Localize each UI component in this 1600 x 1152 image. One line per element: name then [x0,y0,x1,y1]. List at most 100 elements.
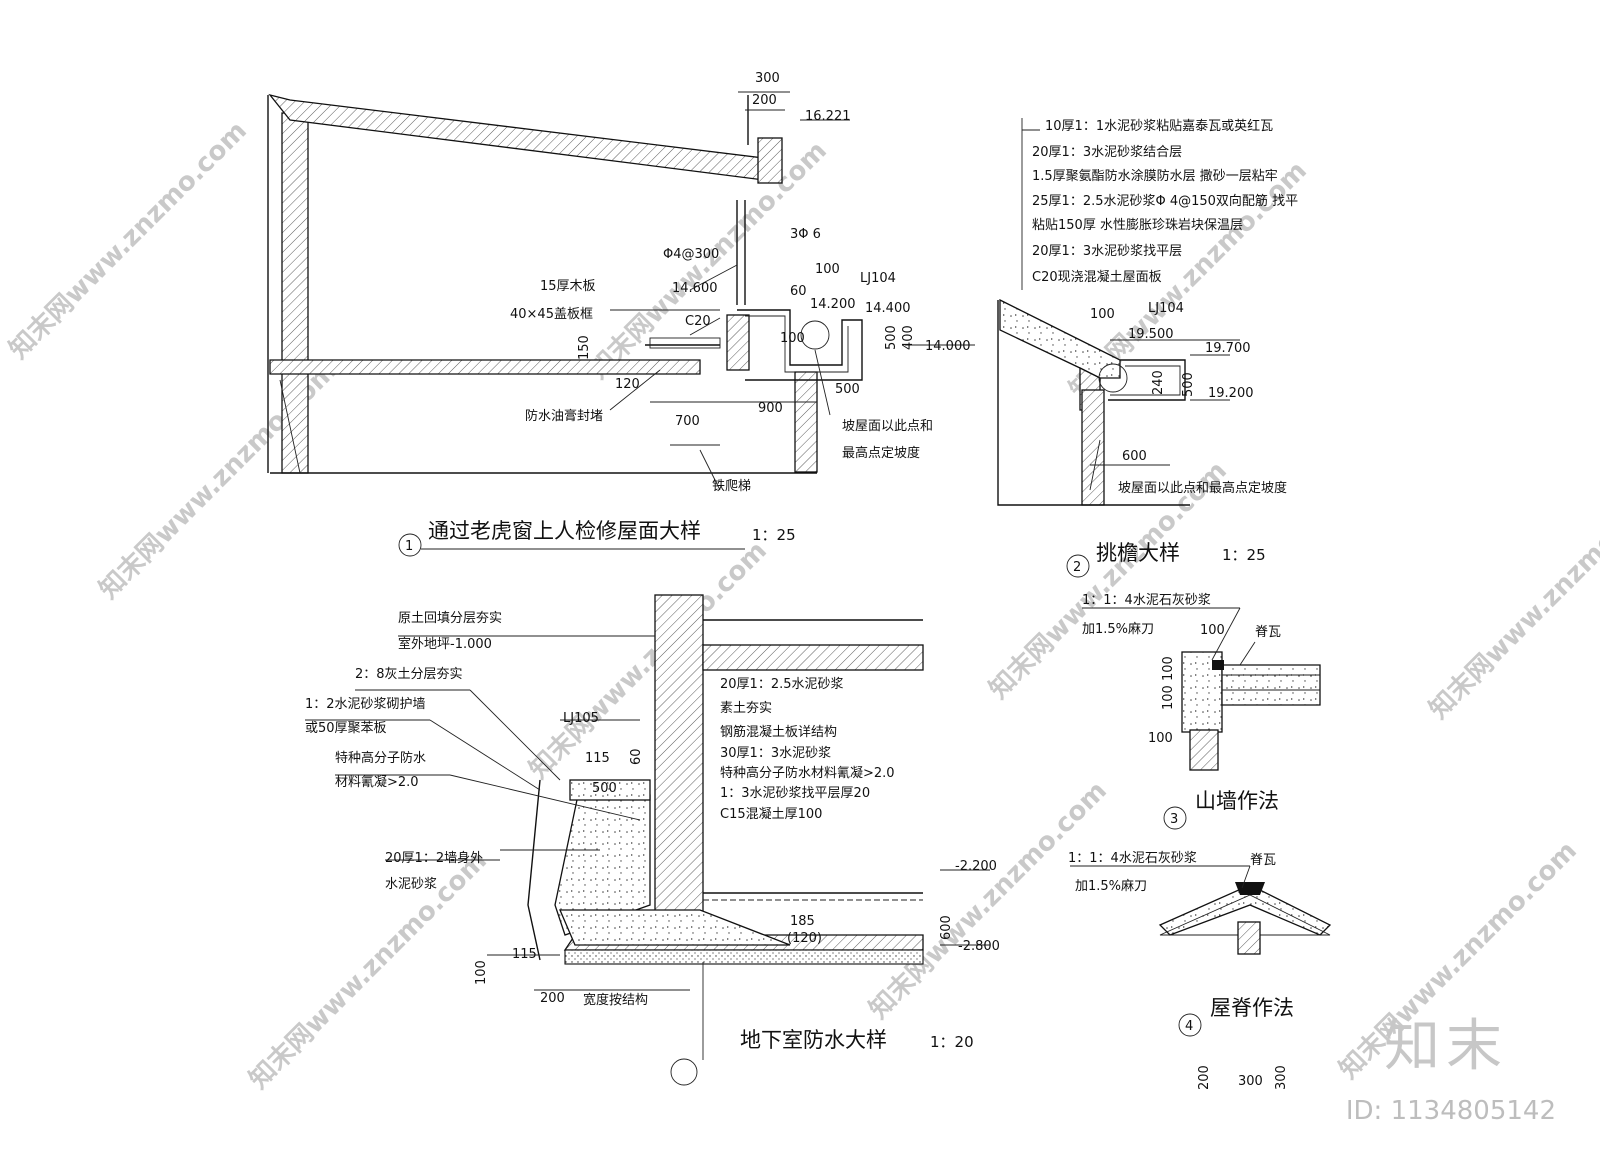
dim-115a: 115 [585,751,610,766]
bottom-dim-300: 300 [1238,1074,1263,1089]
left-note-9: 水泥砂浆 [385,877,437,892]
dim-600: 600 [939,915,954,940]
dim-100: 100 [1090,307,1115,322]
detail-title: 挑檐大样 [1096,541,1180,565]
detail-index-circle [398,533,422,557]
detail-title: 山墙作法 [1195,789,1279,813]
elevation-m2200: -2.200 [955,859,997,874]
elevation-m2800: -2.800 [958,939,1000,954]
dim-500: 500 [592,781,617,796]
left-note-3: 2：8灰土分层夯实 [355,667,463,682]
label-slope: 坡屋面以此点和最高点定坡度 [1118,480,1287,496]
label-frame: 40×45盖板框 [510,307,593,322]
right-note-1: 20厚1：2.5水泥砂浆 [720,677,844,692]
dim-240: 240 [1151,370,1166,395]
layer-7: C20现浇混凝土屋面板 [1032,269,1162,285]
top-slab [702,644,924,671]
right-note-6: 1：3水泥砂浆找平层厚20 [720,786,870,801]
right-note-5: 特种高分子防水材料氰凝>2.0 [720,765,895,781]
detail-index: 1 [405,539,413,554]
dim-200: 200 [752,93,777,108]
dim-115b: 115 [512,947,537,962]
watermark-text: 知末网www.znzmo.com [4,116,253,365]
label-hemp: 加1.5%麻刀 [1082,622,1154,637]
layer-6: 20厚1：3水泥砂浆找平层 [1032,244,1182,259]
dim-60: 60 [629,748,644,765]
dim-600: 600 [1122,449,1147,464]
elevation-19200: 19.200 [1208,386,1254,401]
detail-1-dormer-roof: 300 200 16.221 3Φ 6 Φ4@300 100 15厚木板 14.… [267,71,975,557]
dim-200: 200 [540,991,565,1006]
label-mortar: 1：1：4水泥石灰砂浆 [1068,851,1197,866]
dim-300: 300 [755,71,780,86]
elevation-16221: 16.221 [805,109,851,124]
dim-150: 150 [577,335,592,360]
watermark-text: 知末网www.znzmo.com [244,846,493,1095]
elevation-14000: 14.000 [925,339,971,354]
eave-slab [999,298,1121,379]
detail-4-ridge: 1：1：4水泥石灰砂浆 加1.5%麻刀 脊瓦 4 屋脊作法 200 300 30… [1068,851,1332,1090]
detail-index: 2 [1073,560,1081,575]
label-slope-2: 最高点定坡度 [842,445,920,461]
detail-5-basement-waterproof: 原土回填分层夯实 室外地坪-1.000 2：8灰土分层夯实 1：2水泥砂浆砌护墙… [305,594,1000,1086]
right-note-4: 30厚1：3水泥砂浆 [720,746,831,761]
detail-index: 4 [1185,1019,1193,1034]
right-note-7: C15混凝土厚100 [720,806,822,822]
detail-2-eave: 10厚1：1水泥砂浆粘贴嘉泰瓦或英红瓦 20厚1：3水泥砂浆结合层 1.5厚聚氨… [997,118,1298,578]
label-ladder: 铁爬梯 [712,479,751,494]
label-hemp: 加1.5%麻刀 [1075,879,1147,894]
detail-title: 通过老虎窗上人检修屋面大样 [428,519,701,543]
sloped-roof-slab [268,93,781,183]
label-lj105: LJ105 [563,711,599,726]
elevation-14600: 14.600 [672,281,718,296]
dim-700: 700 [675,414,700,429]
dim-100: 100 [474,960,489,985]
c15-concrete [564,949,924,965]
dim-100a: 100 [1200,623,1225,638]
dim-400: 400 [901,325,916,350]
layer-1: 10厚1：1水泥砂浆粘贴嘉泰瓦或英红瓦 [1045,118,1273,134]
dim-120: 120 [615,377,640,392]
watermark-text: 知末网www.znzmo.com [1424,476,1600,725]
right-note-3: 钢筋混凝土板详结构 [720,724,837,740]
basement-wall [654,594,704,926]
label-ridge-tile: 脊瓦 [1250,853,1276,868]
elevation-19700: 19.700 [1205,341,1251,356]
left-note-7: 材料氰凝>2.0 [335,774,419,790]
bottom-dim-300b: 300 [1274,1065,1289,1090]
dim-60: 60 [790,284,807,299]
label-lj104: LJ104 [1148,301,1184,316]
label-seal: 防水油膏封堵 [525,408,603,424]
elevation-19500: 19.500 [1128,327,1174,342]
detail-3-gable-wall: 1：1：4水泥石灰砂浆 加1.5%麻刀 100 脊瓦 100 100 100 3… [1082,593,1321,830]
elevation-14400: 14.400 [865,301,911,316]
layer-3: 1.5厚聚氨酯防水涂膜防水层 撒砂一层粘牢 [1032,168,1278,184]
detail-title: 屋脊作法 [1210,996,1294,1020]
detail-index: 3 [1170,812,1178,827]
dim-100b: 100 [780,331,805,346]
label-mortar: 1：1：4水泥石灰砂浆 [1082,593,1211,608]
brand-logo: 知末 [1384,1014,1508,1079]
rebar-phi4: Φ4@300 [663,247,719,262]
floor-slab [269,359,701,375]
dim-100b: 100 [1148,731,1173,746]
label-width: 宽度按结构 [583,992,648,1008]
layer-2: 20厚1：3水泥砂浆结合层 [1032,145,1182,160]
label-ridge-tile: 脊瓦 [1255,625,1281,640]
detail-scale: 1：25 [752,526,796,544]
bottom-dim-200: 200 [1197,1065,1212,1090]
dim-100: 100 [815,262,840,277]
layer-5: 粘贴150厚 水性膨胀珍珠岩块保温层 [1032,218,1243,233]
right-note-2: 素土夯实 [720,701,772,716]
left-wall [281,112,309,474]
dim-500: 500 [1181,372,1196,397]
label-lj104: LJ104 [860,271,896,286]
elevation-14200: 14.200 [810,297,856,312]
layer-4: 25厚1：2.5水泥砂浆Φ 4@150双向配筋 找平 [1032,193,1298,209]
left-note-2: 室外地坪-1.000 [398,636,492,652]
left-note-6: 特种高分子防水 [335,750,426,766]
label-wood-board: 15厚木板 [540,279,596,294]
detail-scale: 1：25 [1222,546,1266,564]
left-note-4: 1：2水泥砂浆砌护墙 [305,697,426,712]
